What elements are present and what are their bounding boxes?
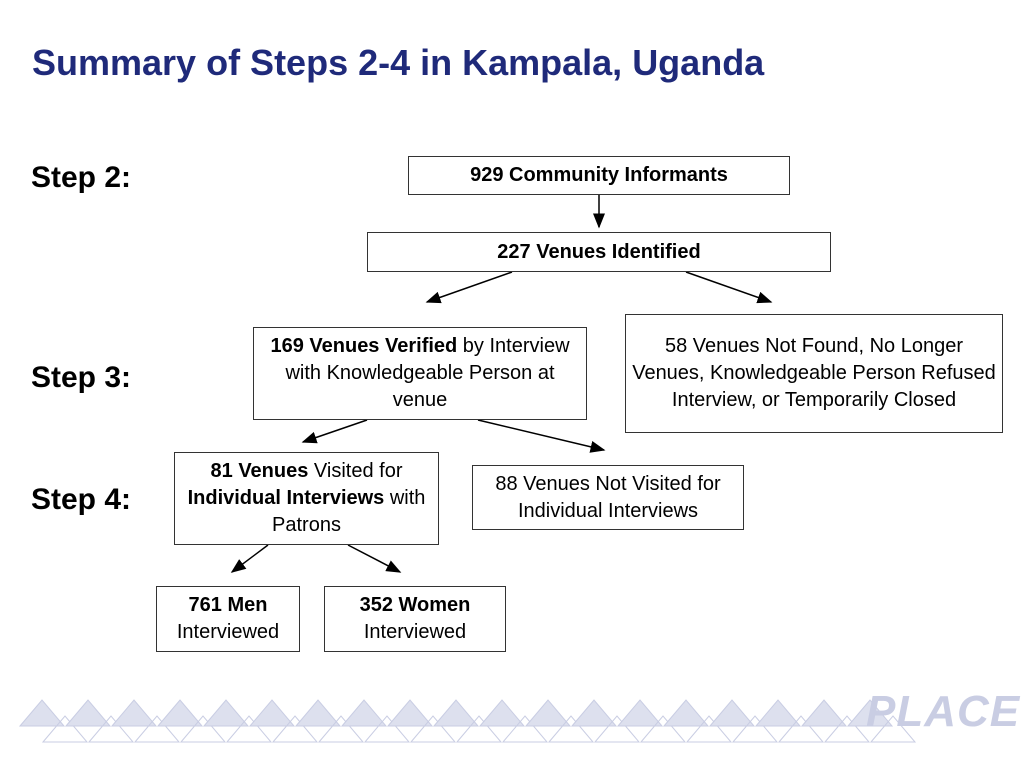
- venues-visited-text-1: Visited for: [308, 460, 403, 482]
- venues-not-visited-box: 88 Venues Not Visited for Individual Int…: [472, 465, 744, 530]
- venues-verified-bold: 169 Venues Verified: [270, 335, 458, 357]
- footer-triangle: [156, 699, 204, 727]
- footer-triangle: [202, 699, 250, 727]
- arrow-verified-to-not-visited: [477, 419, 606, 453]
- step-4-label: Step 4:: [31, 483, 132, 516]
- footer-triangle-outline: [409, 715, 457, 743]
- venues-identified-label: 227 Venues Identified: [497, 240, 701, 263]
- venues-visited-text-2: with Patrons: [272, 487, 426, 536]
- footer-triangle: [248, 699, 296, 727]
- women-interviewed-text: Interviewed: [363, 621, 467, 643]
- footer-triangle-outline: [501, 715, 549, 743]
- informants-label: 929 Community Informants: [470, 164, 728, 186]
- women-count: 352 Women: [359, 594, 471, 616]
- step-3-label: Step 3:: [31, 361, 132, 394]
- footer-triangle-outline: [685, 715, 733, 743]
- men-count: 761 Men: [188, 594, 268, 616]
- footer-triangle-outline: [777, 715, 825, 743]
- arrow-identified-to-verified: [425, 271, 513, 304]
- footer-triangle: [432, 699, 480, 727]
- arrow-visited-to-men: [230, 544, 269, 573]
- footer-triangle-outline: [87, 715, 135, 743]
- arrow-verified-to-visited: [301, 419, 368, 444]
- venues-verified-text: by Interview with Knowledgeable Person a…: [285, 335, 570, 411]
- footer-triangle-outline: [317, 715, 365, 743]
- footer-triangle: [708, 699, 756, 727]
- step-2-label: Step 2:: [31, 161, 132, 194]
- footer-triangle: [524, 699, 572, 727]
- footer-triangle: [64, 699, 112, 727]
- footer-triangle: [800, 699, 848, 727]
- footer-triangle: [570, 699, 618, 727]
- slide-title: Summary of Steps 2-4 in Kampala, Uganda: [32, 42, 765, 83]
- footer-triangle-pattern: [18, 699, 917, 743]
- venues-verified-box: 169 Venues Verified by Interview with Kn…: [253, 327, 587, 420]
- place-logo: PLACE: [866, 687, 1021, 736]
- venues-not-found-box: 58 Venues Not Found, No Longer Venues, K…: [625, 314, 1003, 433]
- footer-triangle: [386, 699, 434, 727]
- footer-triangle-outline: [593, 715, 641, 743]
- venues-not-found-text: 58 Venues Not Found, No Longer Venues, K…: [632, 335, 996, 411]
- footer-triangle-outline: [639, 715, 687, 743]
- venues-visited-bold: 81 Venues: [210, 460, 309, 482]
- arrow-identified-to-not-found: [685, 271, 773, 304]
- footer-triangle-outline: [225, 715, 273, 743]
- venues-identified-box: 227 Venues Identified: [367, 232, 831, 272]
- footer-triangle-outline: [731, 715, 779, 743]
- footer-triangle: [18, 699, 66, 727]
- footer-triangle: [662, 699, 710, 727]
- venues-not-visited-text: 88 Venues Not Visited for Individual Int…: [495, 472, 721, 522]
- men-interviewed-text: Interviewed: [176, 621, 280, 643]
- footer-triangle-outline: [271, 715, 319, 743]
- footer-triangle: [110, 699, 158, 727]
- footer-triangle: [754, 699, 802, 727]
- venues-visited-box: 81 Venues Visited for Individual Intervi…: [174, 452, 439, 545]
- footer-triangle: [846, 699, 894, 727]
- venues-visited-bold-2: Individual Interviews: [187, 487, 385, 509]
- women-interviewed-box: 352 Women Interviewed: [324, 586, 506, 652]
- informants-box: 929 Community Informants: [408, 156, 790, 195]
- arrow-visited-to-women: [347, 544, 402, 573]
- footer-triangle: [616, 699, 664, 727]
- footer-triangle-outline: [363, 715, 411, 743]
- men-interviewed-box: 761 Men Interviewed: [156, 586, 300, 652]
- footer-triangle: [340, 699, 388, 727]
- footer-triangle-outline: [547, 715, 595, 743]
- footer-triangle: [294, 699, 342, 727]
- footer-triangle: [478, 699, 526, 727]
- footer-triangle-outline: [179, 715, 227, 743]
- footer-triangle-outline: [823, 715, 871, 743]
- footer-triangle-outline: [455, 715, 503, 743]
- footer-triangle-outline: [133, 715, 181, 743]
- footer-triangle-outline: [41, 715, 89, 743]
- footer-triangle-outline: [869, 715, 917, 743]
